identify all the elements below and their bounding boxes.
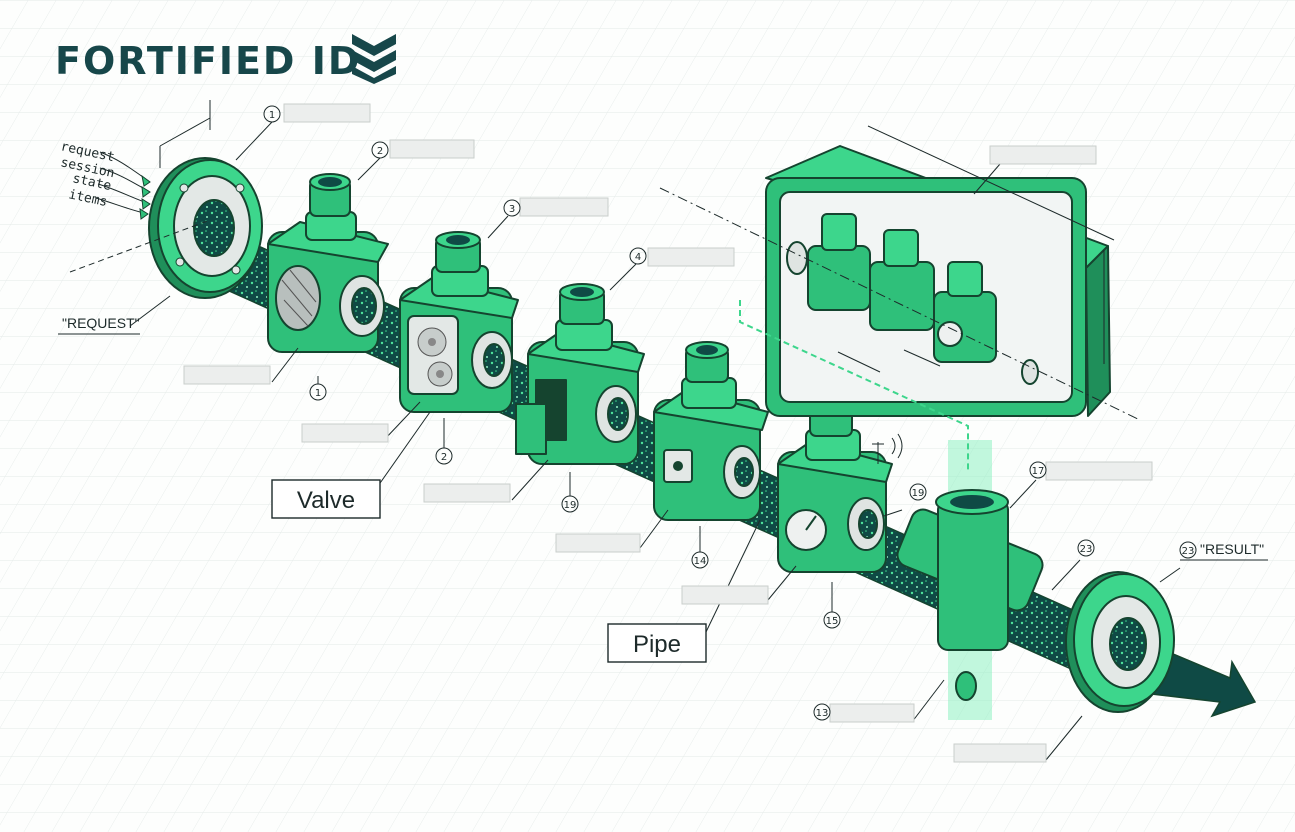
request-label: "REQUEST" (58, 315, 140, 335)
svg-text:1: 1 (315, 388, 321, 399)
svg-text:3: 3 (509, 204, 515, 215)
svg-text:1: 1 (269, 110, 275, 121)
brand-logo: FORTIFIED ID (55, 34, 396, 84)
result-text: "RESULT" (1200, 541, 1264, 557)
callout: 4 (629, 247, 647, 265)
pipe-label: Pipe (607, 623, 707, 663)
valve-cabinet (765, 145, 1111, 417)
leader-lines (129, 121, 1181, 761)
svg-text:4: 4 (635, 252, 641, 263)
svg-text:15: 15 (826, 616, 839, 627)
valve-1 (267, 173, 389, 353)
svg-text:23: 23 (1182, 546, 1195, 557)
callout: 14 (691, 551, 709, 569)
svg-text:19: 19 (564, 500, 577, 511)
outlet-flange (1065, 571, 1175, 713)
callout: 17 (1029, 461, 1047, 479)
callout: 19 (909, 483, 927, 501)
request-text: "REQUEST" (62, 315, 140, 331)
callout: 1 (309, 383, 327, 401)
valve-4 (653, 341, 769, 521)
valve-label: Valve (271, 479, 381, 519)
svg-text:19: 19 (912, 488, 925, 499)
callout: 23 (1077, 539, 1095, 557)
svg-text:13: 13 (816, 708, 829, 719)
flow-guides (69, 100, 1141, 470)
svg-text:17: 17 (1032, 466, 1045, 477)
input-arrows (95, 151, 151, 220)
svg-text:2: 2 (441, 452, 447, 463)
antenna-icon (872, 442, 884, 464)
callout: 23 (1179, 541, 1197, 559)
callout: 1 (263, 105, 281, 123)
svg-text:2: 2 (377, 146, 383, 157)
callout: 2 (371, 141, 389, 159)
svg-text:14: 14 (694, 556, 707, 567)
callout: 15 (823, 611, 841, 629)
callout: 19 (561, 495, 579, 513)
callout: 2 (435, 447, 453, 465)
callout: 13 (813, 703, 831, 721)
result-label: "RESULT" (1180, 541, 1268, 561)
t-junction (896, 489, 1044, 701)
chevron-stack-icon (352, 34, 396, 84)
callout-markers: 1 2 3 4 1 2 19 14 15 19 17 23 23 13 (263, 105, 1197, 721)
brand-name: FORTIFIED ID (55, 39, 361, 83)
signal-icon (891, 433, 903, 459)
blank-label-bars (183, 103, 1153, 763)
valve-text: Valve (297, 487, 355, 514)
valve-2 (399, 231, 519, 413)
drain-valve-icon (955, 671, 977, 701)
svg-text:23: 23 (1080, 544, 1093, 555)
pipe-text: Pipe (633, 631, 681, 658)
callout: 3 (503, 199, 521, 217)
inlet-flange (148, 157, 263, 299)
valve-3 (515, 283, 645, 465)
